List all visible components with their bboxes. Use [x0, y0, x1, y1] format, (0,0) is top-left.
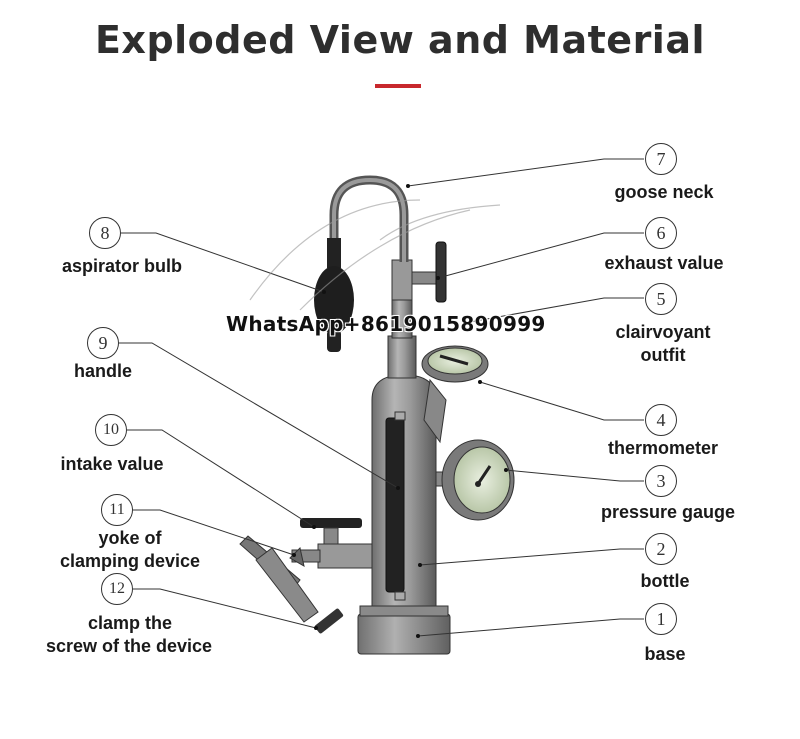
watermark-logo-strokes — [249, 199, 501, 311]
callout-number-8: 8 — [89, 217, 121, 249]
aspirator-bulb — [314, 238, 354, 352]
clamping-yoke — [239, 535, 344, 634]
pressure-gauge-part — [435, 439, 515, 521]
label-thermometer: thermometer — [607, 438, 719, 458]
callout-number-9: 9 — [87, 327, 119, 359]
callout-number-12: 12 — [101, 573, 133, 605]
label-yoke-line1: yoke of — [98, 528, 162, 548]
thermometer-part — [421, 345, 489, 444]
exhaust-valve — [391, 241, 447, 303]
leader-lines — [119, 158, 644, 637]
label-clairvoyant-line1: clairvoyant — [615, 322, 711, 342]
callout-number-10: 10 — [95, 414, 127, 446]
label-intake-value: intake value — [60, 454, 164, 474]
label-clamp-screw-line2: screw of the device — [45, 636, 213, 656]
label-pressure-gauge: pressure gauge — [600, 502, 736, 522]
callout-number-5: 5 — [645, 283, 677, 315]
callout-number-1: 1 — [645, 603, 677, 635]
watermark-text: WhatsApp+8619015890999 — [226, 312, 546, 336]
goose-neck-tube — [329, 175, 409, 262]
base-part — [357, 605, 451, 655]
callout-number-7: 7 — [645, 143, 677, 175]
label-goose-neck: goose neck — [614, 182, 714, 202]
page-title: Exploded View and Material — [94, 18, 706, 62]
callout-number-6: 6 — [645, 217, 677, 249]
leader-endpoints — [292, 184, 508, 638]
sight-glass — [385, 411, 406, 601]
title-accent-bar — [375, 84, 421, 88]
label-yoke-line2: clamping device — [59, 551, 201, 571]
label-clamp-screw-line1: clamp the — [87, 613, 173, 633]
label-bottle: bottle — [640, 571, 690, 591]
callout-number-11: 11 — [101, 494, 133, 526]
label-aspirator-bulb: aspirator bulb — [61, 256, 182, 276]
callout-number-3: 3 — [645, 465, 677, 497]
label-exhaust-value: exhaust value — [604, 253, 724, 273]
label-clairvoyant-line2: outfit — [640, 345, 686, 365]
callout-number-4: 4 — [645, 404, 677, 436]
intake-valve — [291, 518, 373, 569]
callout-number-2: 2 — [645, 533, 677, 565]
label-handle: handle — [73, 361, 132, 381]
label-base: base — [644, 644, 686, 664]
